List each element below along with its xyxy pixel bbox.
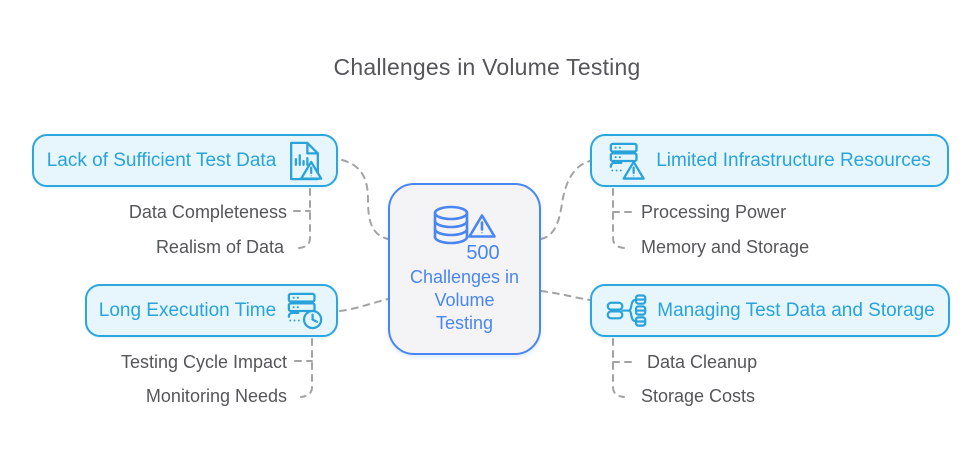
- link-center-to-infra: [540, 160, 591, 240]
- center-node-label: Challenges in Volume Testing: [409, 266, 520, 333]
- subitem-storage-costs: Storage Costs: [641, 386, 756, 406]
- branch-box-lack-of-sufficient-test-data: Lack of Sufficient Test Data: [32, 134, 338, 187]
- subitem-processing-power: Processing Power: [641, 202, 787, 222]
- link-time-to-center: [339, 298, 389, 312]
- database-warning-icon: 500: [426, 204, 504, 262]
- branch-label: Lack of Sufficient Test Data: [46, 149, 277, 171]
- document-chart-warning-icon: [286, 141, 323, 181]
- server-warning-icon: [608, 141, 646, 181]
- stem-time-children: [294, 338, 313, 398]
- subitem-testing-cycle-impact: Testing Cycle Impact: [120, 352, 287, 372]
- branch-label: Long Execution Time: [98, 299, 277, 321]
- branch-box-managing-test-data-and-storage: Managing Test Data and Storage: [590, 284, 950, 337]
- stem-infra-children: [612, 188, 632, 249]
- branch-label: Limited Infrastructure Resources: [656, 149, 931, 171]
- branch-box-long-execution-time: Long Execution Time: [85, 284, 338, 337]
- stem-lack-children: [293, 188, 311, 249]
- subitem-data-completeness: Data Completeness: [128, 202, 287, 222]
- center-node: 500 Challenges in Volume Testing: [388, 183, 541, 355]
- link-lack-to-center: [341, 159, 389, 240]
- link-center-to-storage: [540, 290, 591, 301]
- subitem-memory-and-storage: Memory and Storage: [641, 237, 810, 257]
- server-clock-icon: [286, 291, 324, 331]
- page-title: Challenges in Volume Testing: [333, 54, 641, 80]
- center-badge: 500: [466, 242, 499, 262]
- subitem-data-cleanup: Data Cleanup: [647, 352, 758, 372]
- subitem-realism-of-data: Realism of Data: [155, 237, 284, 257]
- branch-box-limited-infrastructure-resources: Limited Infrastructure Resources: [590, 134, 949, 187]
- stem-storage-children: [612, 338, 632, 398]
- branch-label: Managing Test Data and Storage: [657, 299, 935, 321]
- database-branch-icon: [605, 292, 647, 330]
- subitem-monitoring-needs: Monitoring Needs: [145, 386, 287, 406]
